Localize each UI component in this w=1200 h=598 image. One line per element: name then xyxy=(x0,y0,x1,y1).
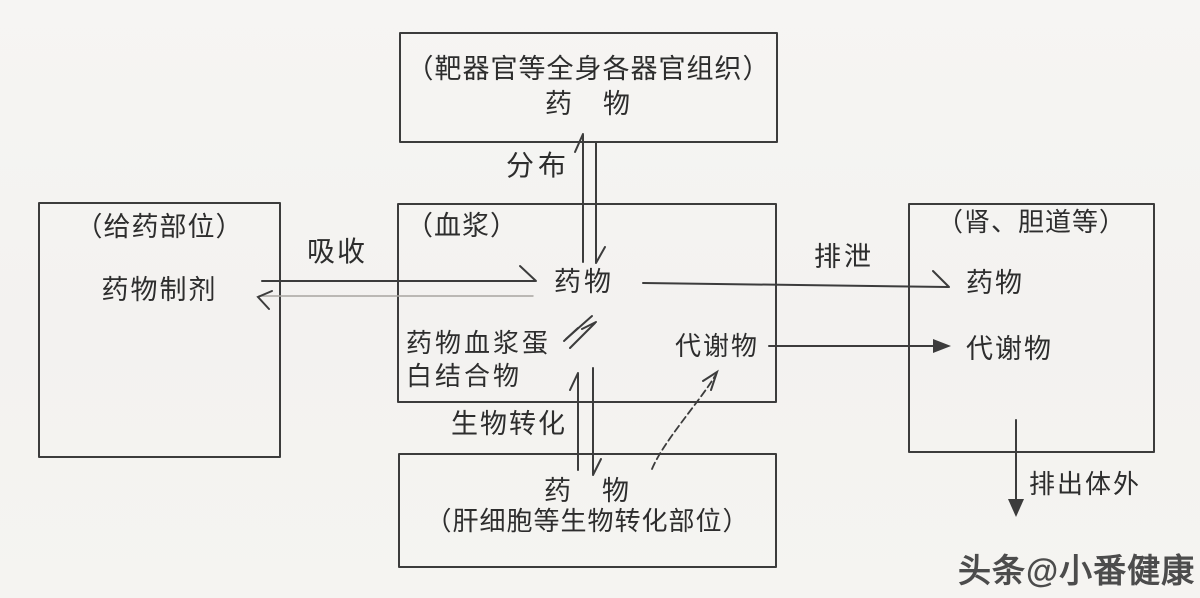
box-target-organs xyxy=(399,32,778,143)
box-plasma xyxy=(397,203,777,403)
box-liver xyxy=(398,453,777,568)
plasma-metabolite-label: 代谢物 xyxy=(675,332,760,361)
label-biotransformation: 生物转化 xyxy=(451,409,567,439)
liver-caption: （肝细胞等生物转化部位） xyxy=(425,507,750,536)
box-excretion-organs xyxy=(908,203,1155,453)
protein-conjugate-line2: 白结合物 xyxy=(406,362,523,391)
target-organs-caption: （靶器官等全身各器官组织） xyxy=(406,54,771,84)
plasma-drug-label: 药物 xyxy=(554,267,614,297)
liver-drug-label: 药 物 xyxy=(544,476,631,506)
excreted-drug-label: 药物 xyxy=(966,268,1024,298)
label-absorption: 吸收 xyxy=(307,237,368,268)
watermark-toutiao: 头条@小番健康 xyxy=(958,552,1196,589)
plasma-caption: （血浆） xyxy=(406,211,518,241)
drug-preparation-label: 药物制剂 xyxy=(101,275,218,305)
protein-conjugate-line1: 药物血浆蛋 xyxy=(406,329,552,358)
label-excreted-out: 排出体外 xyxy=(1029,470,1142,499)
label-excretion: 排泄 xyxy=(814,242,874,272)
label-distribution: 分布 xyxy=(506,151,571,182)
admin-site-caption: （给药部位） xyxy=(75,212,244,242)
excretion-organs-caption: （肾、胆道等） xyxy=(936,208,1126,237)
excreted-metabolite-label: 代谢物 xyxy=(966,334,1053,364)
target-organs-drug-label: 药 物 xyxy=(545,89,632,119)
box-admin-site xyxy=(38,202,281,458)
